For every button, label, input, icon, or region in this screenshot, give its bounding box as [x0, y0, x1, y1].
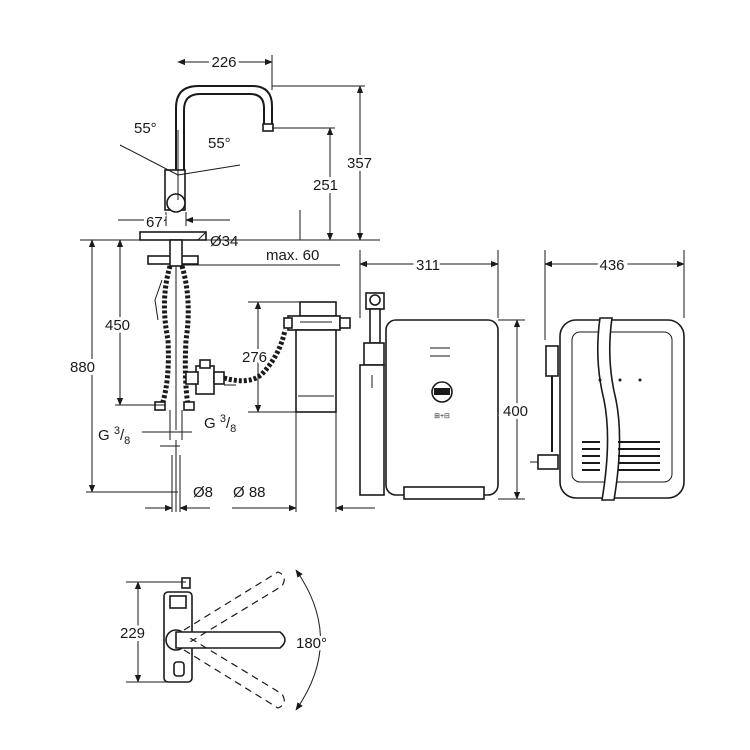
dim-lever-height: 229 — [120, 625, 145, 642]
dim-overall-length: 880 — [70, 359, 95, 376]
dim-filter-diameter: Ø 88 — [233, 484, 266, 501]
dim-spout-reach: 226 — [211, 54, 236, 71]
svg-text:G 3/8: G 3/8 — [98, 425, 130, 447]
plug-icon — [530, 345, 559, 470]
filter-icon — [283, 301, 351, 413]
dim-boiler-depth: 436 — [599, 257, 624, 274]
dim-max-thickness: max. 60 — [266, 247, 319, 264]
dim-boiler-width: 311 — [416, 257, 440, 274]
hose-icon — [154, 239, 195, 512]
dim-body-diameter: 67 — [146, 214, 163, 231]
valve-icon — [185, 329, 288, 395]
dim-total-height: 357 — [347, 155, 372, 172]
boiler-icon: ⊞+⊟ — [359, 292, 499, 500]
dim-spout-height: 251 — [313, 177, 338, 194]
svg-text:G 3/8: G 3/8 — [204, 413, 236, 435]
thread-label-left: G 3/8 — [98, 425, 130, 447]
faucet-icon — [119, 85, 274, 213]
thread-label-right: G 3/8 — [204, 413, 236, 435]
boiler-side-icon — [559, 317, 685, 501]
dim-hole-diameter: Ø34 — [210, 233, 238, 250]
dim-hose-length: 450 — [105, 317, 130, 334]
dim-angle-right: 55° — [208, 135, 231, 152]
dim-boiler-height: 400 — [503, 403, 528, 420]
dim-pipe-diameter: Ø8 — [193, 484, 213, 501]
dim-rotation-angle: 180° — [296, 635, 327, 652]
svg-text:⊞+⊟: ⊞+⊟ — [434, 413, 450, 420]
lever-top-view — [163, 569, 321, 711]
dim-angle-left: 55° — [134, 120, 157, 137]
dim-filter-height: 276 — [242, 349, 267, 366]
